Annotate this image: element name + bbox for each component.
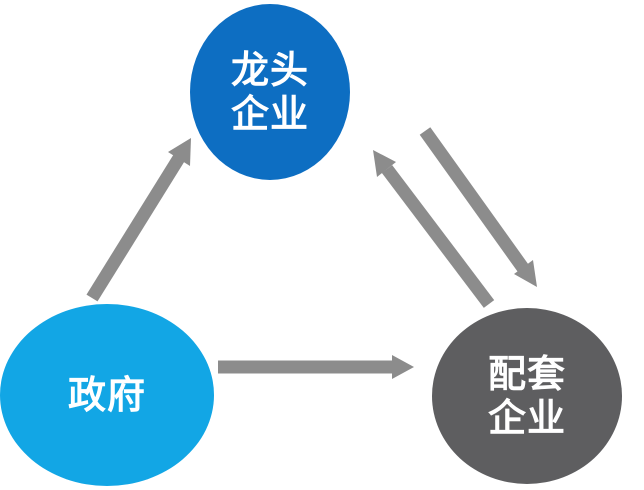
- lead-enterprise-label-line1: 龙头: [230, 47, 309, 92]
- lead-enterprise-node: 龙头 企业: [190, 4, 350, 180]
- arrow-lead-to-supporting: [419, 127, 537, 287]
- arrow-supporting-to-lead: [373, 150, 495, 308]
- government-label: 政府: [67, 372, 146, 417]
- arrow-government-to-lead: [86, 138, 191, 302]
- supporting-enterprise-node: 配套 企业: [432, 308, 622, 484]
- lead-enterprise-label-line2: 企业: [230, 92, 309, 136]
- government-node: 政府: [0, 304, 214, 486]
- supporting-enterprise-label-line1: 配套: [487, 351, 566, 396]
- arrow-government-to-supporting: [218, 355, 414, 379]
- supporting-enterprise-label-line2: 企业: [487, 396, 566, 440]
